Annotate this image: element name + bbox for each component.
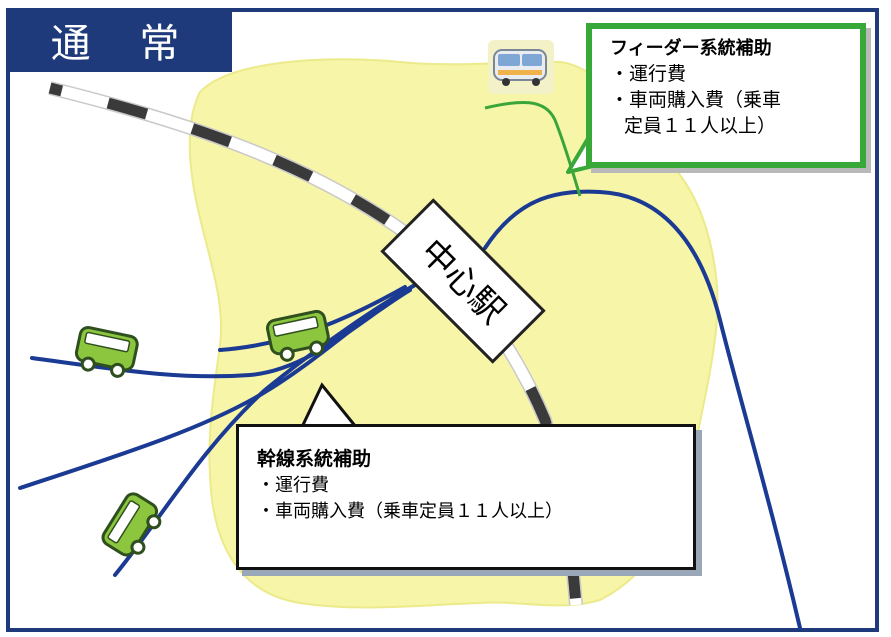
minibus-icon [488,40,554,94]
feeder-item: ・車両購入費（乗車 [610,89,782,111]
bus-icon [74,325,139,378]
central-station: 中心駅 [380,198,546,364]
feeder-item: ・運行費 [610,63,687,85]
trunk-item: ・運行費 [257,475,329,496]
bus-icon [265,309,330,362]
trunk-callout-pointer [300,382,358,428]
trunk-item: ・車両購入費（乗車定員１１人以上） [257,501,563,522]
feeder-title: フィーダー系統補助 [610,38,772,59]
feeder-subsidy-box: フィーダー系統補助 ・運行費 ・車両購入費（乗車 定員１１人以上） [586,23,866,168]
trunk-title: 幹線系統補助 [257,448,372,470]
feeder-item: 定員１１人以上） [624,115,777,137]
bus-icon [101,492,162,557]
mode-tab: 通 常 [6,8,232,72]
trunk-subsidy-box: 幹線系統補助 ・運行費 ・車両購入費（乗車定員１１人以上） [236,424,696,570]
mode-label: 通 常 [50,21,198,67]
